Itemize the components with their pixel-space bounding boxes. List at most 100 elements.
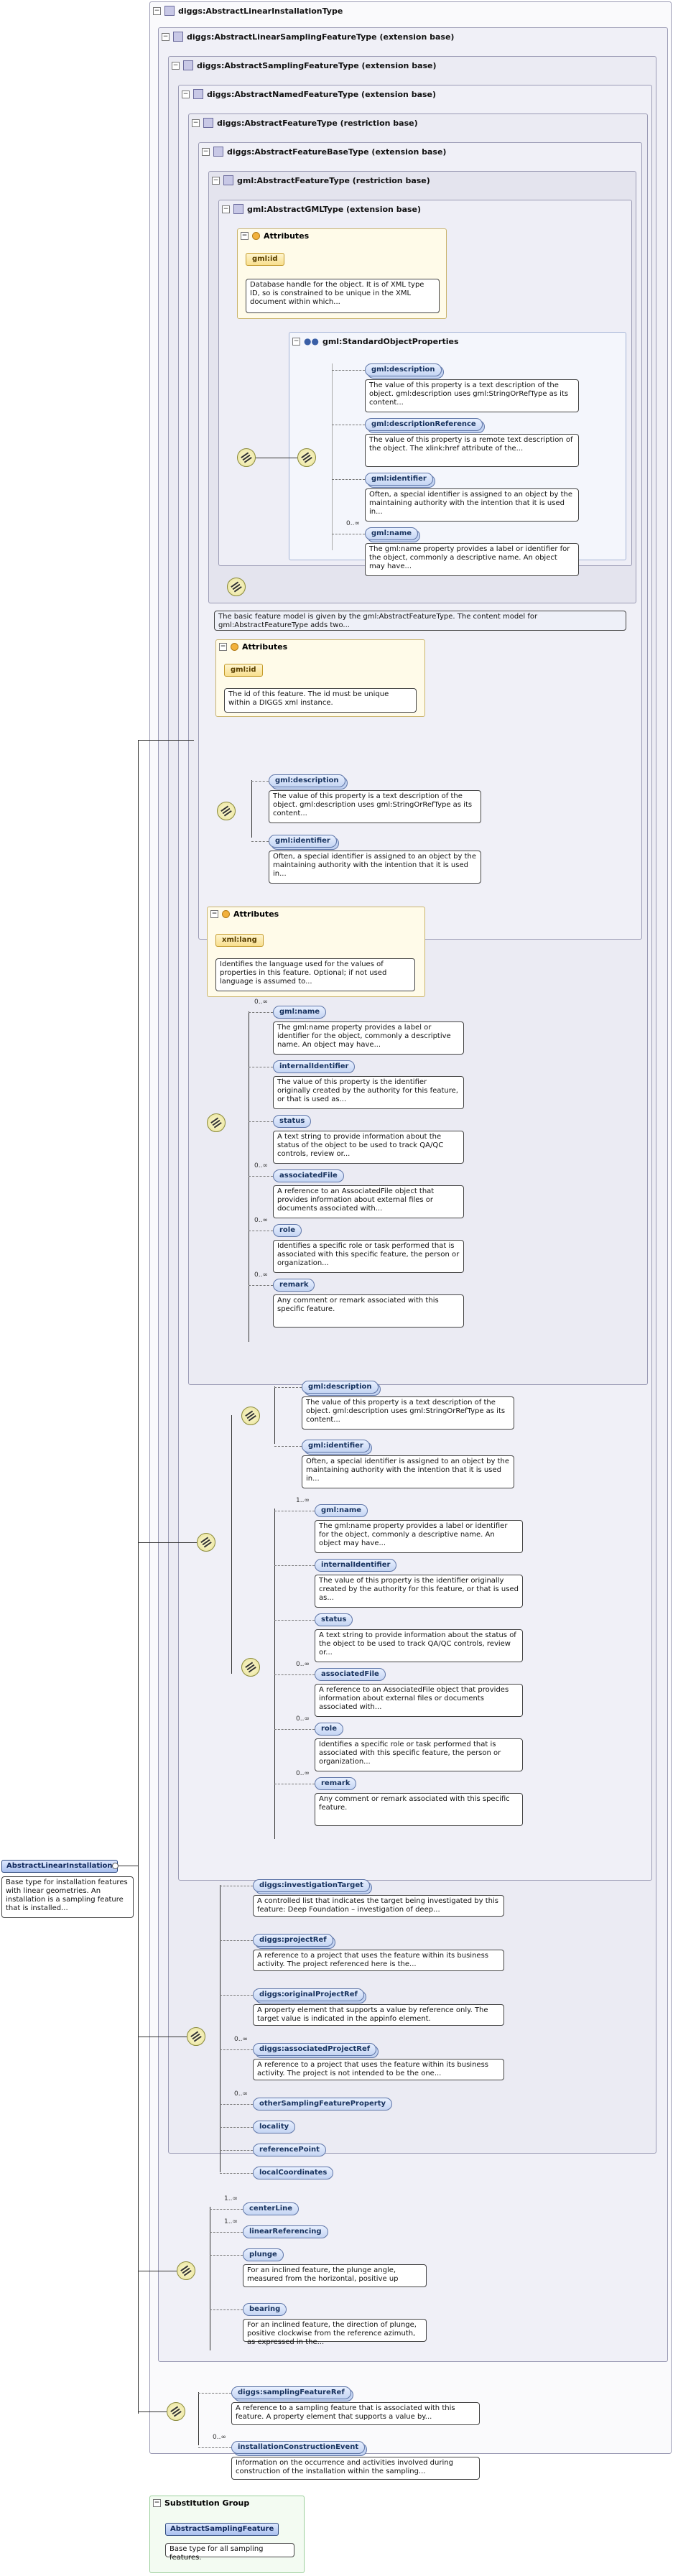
element-gml-identifier[interactable]: gml:identifier	[365, 473, 433, 486]
sequence-compositor-icon[interactable]	[177, 2261, 195, 2280]
collapse-toggle[interactable]: −	[192, 119, 200, 127]
element-bearing[interactable]: bearing	[243, 2303, 287, 2316]
element-internalidentifier[interactable]: internalIdentifier	[315, 1559, 397, 1572]
element-installationconstructionevent[interactable]: installationConstructionEvent	[231, 2441, 366, 2454]
element-desc: A reference to a sampling feature that i…	[231, 2402, 480, 2425]
connector	[220, 1995, 253, 1996]
element-gml-identifier[interactable]: gml:identifier	[302, 1440, 370, 1453]
element-remark[interactable]: remark	[315, 1777, 357, 1790]
element-diggs-originalprojectref[interactable]: diggs:originalProjectRef	[253, 1988, 364, 2001]
element-desc: The value of this property is a remote t…	[365, 434, 579, 467]
element-diggs-investigationtarget[interactable]: diggs:investigationTarget	[253, 1879, 370, 1892]
element-gml-name[interactable]: gml:name	[273, 1006, 327, 1019]
element-desc: A controlled list that indicates the tar…	[253, 1895, 504, 1917]
multiplicity-label: 0..∞	[296, 1715, 310, 1723]
element-linearreferencing[interactable]: linearReferencing	[243, 2225, 328, 2238]
connector	[210, 2209, 243, 2210]
root-element-desc: Base type for installation features with…	[1, 1876, 134, 1918]
sequence-compositor-icon[interactable]	[237, 448, 256, 467]
expand-toggle[interactable]	[112, 1863, 119, 1869]
complex-type-icon	[164, 6, 175, 16]
element-plunge[interactable]: plunge	[243, 2248, 284, 2261]
collapse-toggle[interactable]: −	[219, 643, 227, 651]
element-gml-name[interactable]: gml:name	[365, 527, 419, 540]
frame-title: diggs:AbstractFeatureBaseType (extension…	[227, 147, 447, 157]
element-othersamplingfeatureproperty[interactable]: otherSamplingFeatureProperty	[253, 2098, 393, 2111]
element-desc: The value of this property is a text des…	[269, 790, 481, 823]
collapse-toggle[interactable]: −	[172, 61, 180, 70]
sequence-compositor-icon[interactable]	[187, 2027, 205, 2046]
gml-id-attribute[interactable]: gml:id	[224, 664, 263, 677]
element-diggs-projectref[interactable]: diggs:projectRef	[253, 1934, 333, 1947]
multiplicity-label: 0..∞	[254, 1271, 268, 1279]
connector	[274, 1446, 302, 1447]
element-gml-descriptionreference[interactable]: gml:descriptionReference	[365, 418, 483, 431]
element-role[interactable]: role	[315, 1723, 344, 1736]
choice-compositor-icon[interactable]	[297, 448, 316, 467]
element-localcoordinates[interactable]: localCoordinates	[253, 2167, 334, 2179]
connector	[220, 2150, 253, 2151]
element-desc: Information on the occurrence and activi…	[231, 2457, 480, 2480]
element-desc: Identifies a specific role or task perfo…	[315, 1738, 523, 1771]
group-icon: ●●	[304, 336, 319, 346]
element-associatedfile[interactable]: associatedFile	[273, 1169, 344, 1182]
collapse-toggle[interactable]: −	[153, 6, 161, 15]
element-internalidentifier[interactable]: internalIdentifier	[273, 1060, 356, 1073]
gml-id-attribute[interactable]: gml:id	[246, 253, 284, 266]
sequence-compositor-icon[interactable]	[217, 802, 236, 820]
attributes-label: Attributes	[264, 231, 310, 241]
sequence-compositor-icon[interactable]	[167, 2402, 185, 2421]
collapse-toggle[interactable]: −	[241, 232, 249, 240]
feature-base-note: The basic feature model is given by the …	[214, 611, 626, 631]
connector	[220, 2049, 253, 2050]
element-gml-name[interactable]: gml:name	[315, 1504, 368, 1517]
element-desc: A reference to an AssociatedFile object …	[315, 1684, 523, 1717]
connector	[138, 2411, 167, 2412]
substitution-element[interactable]: AbstractSamplingFeature	[165, 2523, 279, 2536]
frame-title: diggs:AbstractNamedFeatureType (extensio…	[207, 89, 437, 99]
element-desc: A property element that supports a value…	[253, 2004, 504, 2026]
connector	[274, 1674, 315, 1675]
element-diggs-samplingfeatureref[interactable]: diggs:samplingFeatureRef	[231, 2386, 351, 2399]
sequence-compositor-icon[interactable]	[241, 1658, 260, 1677]
root-element[interactable]: AbstractLinearInstallation	[1, 1860, 118, 1873]
element-associatedfile[interactable]: associatedFile	[315, 1668, 386, 1681]
element-centerline[interactable]: centerLine	[243, 2202, 300, 2215]
element-desc: The value of this property is a text des…	[365, 379, 579, 412]
sequence-compositor-icon[interactable]	[207, 1113, 226, 1132]
sequence-compositor-icon[interactable]	[197, 1533, 215, 1552]
complex-type-icon	[183, 60, 193, 70]
collapse-toggle[interactable]: −	[162, 32, 170, 41]
element-locality[interactable]: locality	[253, 2121, 296, 2133]
connector	[249, 1121, 273, 1122]
sequence-compositor-icon[interactable]	[227, 578, 246, 596]
collapse-toggle[interactable]: −	[153, 2499, 161, 2507]
element-role[interactable]: role	[273, 1224, 302, 1237]
collapse-toggle[interactable]: −	[202, 147, 210, 156]
element-gml-identifier[interactable]: gml:identifier	[269, 835, 337, 848]
element-gml-description[interactable]: gml:description	[302, 1381, 379, 1394]
element-referencepoint[interactable]: referencePoint	[253, 2144, 326, 2156]
connector	[220, 1885, 221, 2172]
collapse-toggle[interactable]: −	[212, 176, 220, 185]
connector	[198, 2393, 231, 2394]
element-remark[interactable]: remark	[273, 1279, 315, 1292]
multiplicity-label: 0..∞	[234, 2036, 248, 2043]
attribute-icon	[231, 643, 238, 651]
element-gml-description[interactable]: gml:description	[269, 774, 345, 787]
element-diggs-associatedprojectref[interactable]: diggs:associatedProjectRef	[253, 2043, 377, 2056]
collapse-toggle[interactable]: −	[182, 90, 190, 98]
xml-lang-attribute[interactable]: xml:lang	[215, 934, 264, 947]
element-gml-description[interactable]: gml:description	[365, 363, 442, 376]
connector	[220, 2127, 253, 2128]
substitution-desc: Base type for all sampling features.	[165, 2543, 294, 2562]
connector	[332, 479, 365, 480]
sequence-compositor-icon[interactable]	[241, 1407, 260, 1425]
collapse-toggle[interactable]: −	[222, 205, 230, 213]
attributes-label: Attributes	[233, 909, 279, 919]
collapse-toggle[interactable]: −	[292, 337, 300, 346]
element-status[interactable]: status	[315, 1613, 353, 1626]
element-status[interactable]: status	[273, 1115, 312, 1128]
collapse-toggle[interactable]: −	[210, 910, 218, 918]
multiplicity-label: 0..∞	[254, 1162, 268, 1169]
